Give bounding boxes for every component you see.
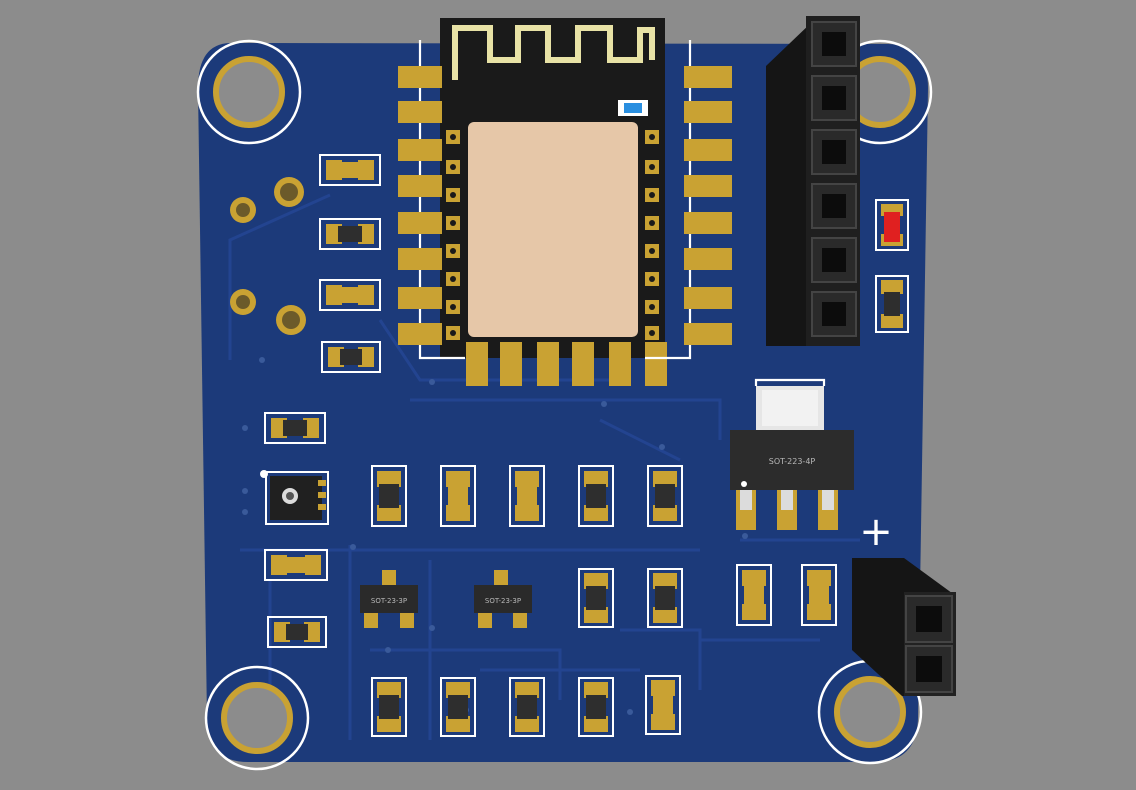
wifi-module	[440, 18, 667, 386]
passives-left-column	[264, 154, 381, 648]
mounting-hole-bottom-left	[204, 665, 310, 771]
mounting-hole-top-left	[196, 39, 302, 145]
polarity-marking: +	[859, 509, 893, 555]
led-red	[875, 199, 909, 251]
transistor-right: SOT-23-3P	[474, 570, 532, 628]
through-hole-pads	[230, 177, 306, 335]
pin-header-2	[852, 558, 956, 696]
voltage-regulator: SOT-223-4P	[730, 378, 854, 530]
resistor-led	[875, 275, 909, 333]
sensor-ic	[260, 470, 329, 525]
transistor-left: SOT-23-3P	[360, 570, 418, 628]
pcb-antenna	[452, 25, 655, 80]
transistor-right-marking: SOT-23-3P	[485, 597, 521, 605]
passives-row-3	[371, 675, 681, 737]
pin-header-6	[766, 16, 860, 346]
transistor-left-marking: SOT-23-3P	[371, 597, 407, 605]
regulator-marking: SOT-223-4P	[769, 457, 816, 466]
module-side-pads	[398, 66, 732, 345]
passives-row-1	[371, 465, 683, 527]
module-shield	[468, 122, 638, 337]
passives-row-2	[578, 564, 837, 628]
